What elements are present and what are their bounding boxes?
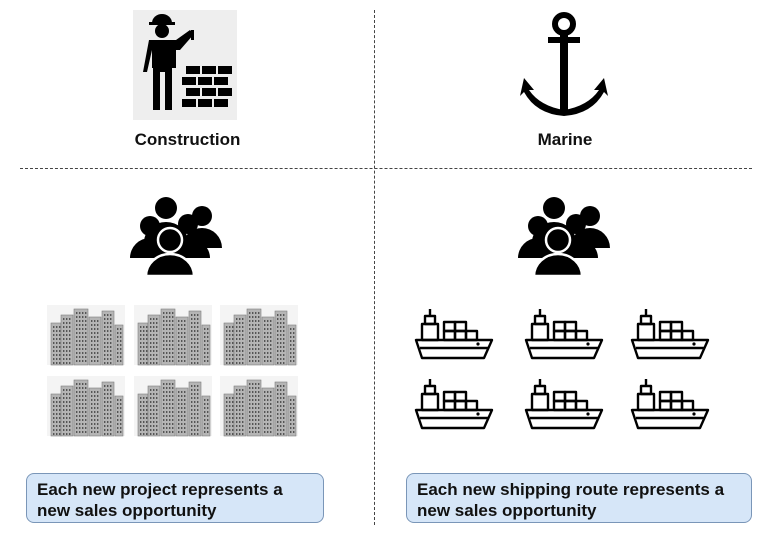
caption-construction: Each new project represents a new sales … [26, 473, 324, 523]
cargo-ship-icon [524, 309, 604, 360]
building-icon [220, 305, 298, 366]
building-icon [134, 305, 212, 366]
people-group-icon [130, 197, 222, 278]
cargo-ship-icon [524, 379, 604, 430]
anchor-icon [520, 12, 608, 116]
construction-worker-icon [133, 10, 237, 120]
section-title-marine: Marine [537, 130, 593, 149]
building-icon [47, 305, 125, 366]
building-icon [47, 376, 125, 437]
caption-marine: Each new shipping route represents a new… [406, 473, 752, 523]
building-icon [134, 376, 212, 437]
vertical-divider [374, 10, 375, 525]
cargo-ship-icon [414, 379, 494, 430]
section-title-construction: Construction [134, 130, 241, 149]
building-icon [220, 376, 298, 437]
people-group-icon [518, 197, 610, 278]
cargo-ship-icon [414, 309, 494, 360]
cargo-ship-icon [630, 379, 710, 430]
horizontal-divider [20, 168, 752, 169]
cargo-ship-icon [630, 309, 710, 360]
